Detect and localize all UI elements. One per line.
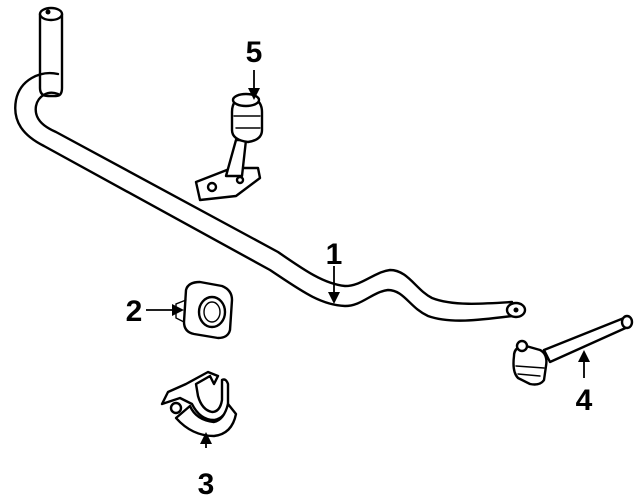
leader-3 xyxy=(200,432,212,448)
stabilizer-bushing xyxy=(175,280,234,340)
stabilizer-bar xyxy=(14,6,527,322)
end-link xyxy=(512,314,634,386)
stabilizer-link xyxy=(194,92,264,202)
leader-2 xyxy=(146,304,184,316)
callout-number-2: 2 xyxy=(126,295,143,328)
leader-1 xyxy=(328,266,340,304)
bushing-bracket xyxy=(160,370,238,438)
callout-number-3: 3 xyxy=(198,468,215,501)
leader-5 xyxy=(248,70,260,100)
callout-number-5: 5 xyxy=(246,36,263,69)
callout-number-4: 4 xyxy=(576,384,593,417)
leader-4 xyxy=(578,350,590,378)
callout-number-1: 1 xyxy=(326,238,343,271)
